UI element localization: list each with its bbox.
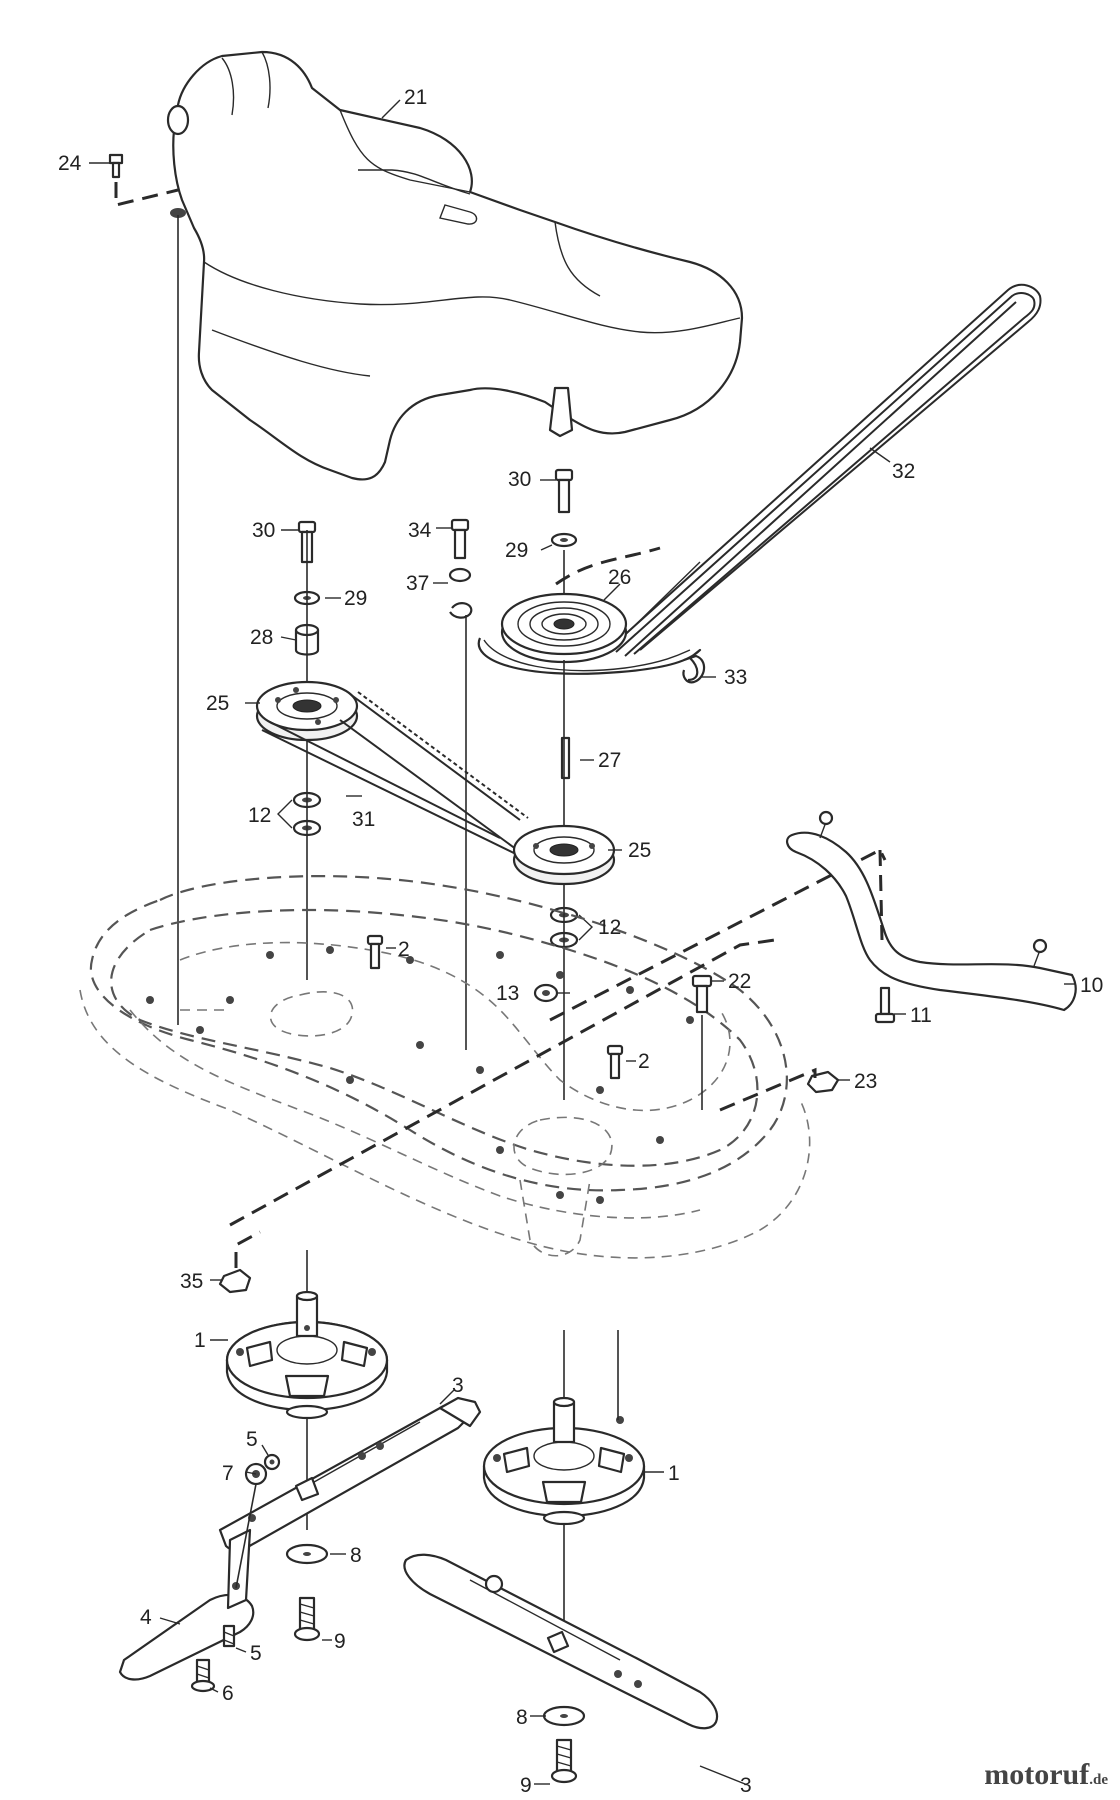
label-30-left: 30 [252,519,275,542]
label-3-upper: 3 [452,1374,464,1397]
blade-part-4 [118,1528,255,1681]
nut-part-35 [218,1230,261,1294]
idler-pulley-assembly [477,468,706,684]
washer-part-5-top [263,1453,281,1471]
timing-pulley-part-25-left [255,680,359,742]
label-26: 26 [608,566,631,589]
label-28: 28 [250,626,273,649]
bolt-part-34 [448,518,473,1050]
left-pulley-assembly [255,520,359,742]
label-31: 31 [352,808,375,831]
key-part-27 [560,736,571,780]
bolt-part-9-right [550,1738,578,1784]
label-3-lower: 3 [740,1774,752,1797]
bolt-part-9-left [293,1596,321,1642]
label-1-left: 1 [194,1329,206,1352]
label-12-left: 12 [248,804,271,827]
nut-part-13 [533,983,559,1003]
label-11: 11 [910,1004,932,1027]
label-32: 32 [892,460,915,483]
label-4: 4 [140,1606,152,1629]
mower-deck-outline [79,847,887,1259]
label-5-upper: 5 [246,1428,258,1451]
label-10: 10 [1080,974,1103,997]
label-8-right: 8 [516,1706,528,1729]
label-23: 23 [854,1070,877,1093]
watermark-logo: motoruf.de [984,1758,1108,1792]
label-2-right: 2 [638,1050,650,1073]
bolt-part-6 [190,1658,216,1693]
watermark-suffix: .de [1089,1772,1108,1788]
label-29-left: 29 [344,587,367,610]
label-30-right: 30 [508,468,531,491]
label-25-right: 25 [628,839,651,862]
label-8-left: 8 [350,1544,362,1567]
belt-cover-part-21 [166,50,744,481]
label-24: 24 [58,152,82,175]
bracket-part-10 [786,810,1077,1012]
v-belt-part-32 [555,283,1042,657]
washer-part-8-right [542,1705,586,1727]
spindle-housing-part-1-right [482,1330,646,1660]
nut-part-23 [719,1067,840,1112]
part-number-labels: 21 24 32 30 30 34 29 29 26 37 28 33 25 2… [58,86,1103,1797]
leader-lines [89,99,1076,1785]
label-7: 7 [222,1462,234,1485]
washer-part-8-left [285,1543,329,1565]
label-6: 6 [222,1682,234,1705]
label-13: 13 [496,982,519,1005]
bolt-part-2-right [606,1044,624,1080]
watermark-brand: motoruf [984,1758,1090,1791]
screw-part-24 [108,153,179,1025]
label-1-right: 1 [668,1462,680,1485]
label-5-lower: 5 [250,1642,262,1665]
label-29-right: 29 [505,539,528,562]
toothed-belt-part-31 [261,691,529,857]
bolt-part-11 [874,986,896,1024]
label-33: 33 [724,666,747,689]
label-27: 27 [598,749,621,772]
spindle-housing-part-1-left [225,1250,389,1530]
label-9-right: 9 [520,1774,532,1797]
nut-part-7 [244,1462,268,1486]
bolt-part-5-bottom [222,1624,236,1648]
label-25-left: 25 [206,692,229,715]
label-35: 35 [180,1270,203,1293]
label-12-right: 12 [598,916,621,939]
timing-pulley-part-25-right [512,824,616,886]
label-21: 21 [404,86,427,109]
label-37: 37 [406,572,429,595]
blade-part-3-right [403,1553,719,1730]
bolt-part-2-left [366,934,384,970]
label-22: 22 [728,970,751,993]
bolt-part-22 [691,974,713,1110]
bearing-pair-part-12-left [277,740,322,980]
label-2-left: 2 [398,938,410,961]
label-34: 34 [408,519,432,542]
label-9-left: 9 [334,1630,346,1653]
idler-pulley-part-26 [500,592,628,664]
